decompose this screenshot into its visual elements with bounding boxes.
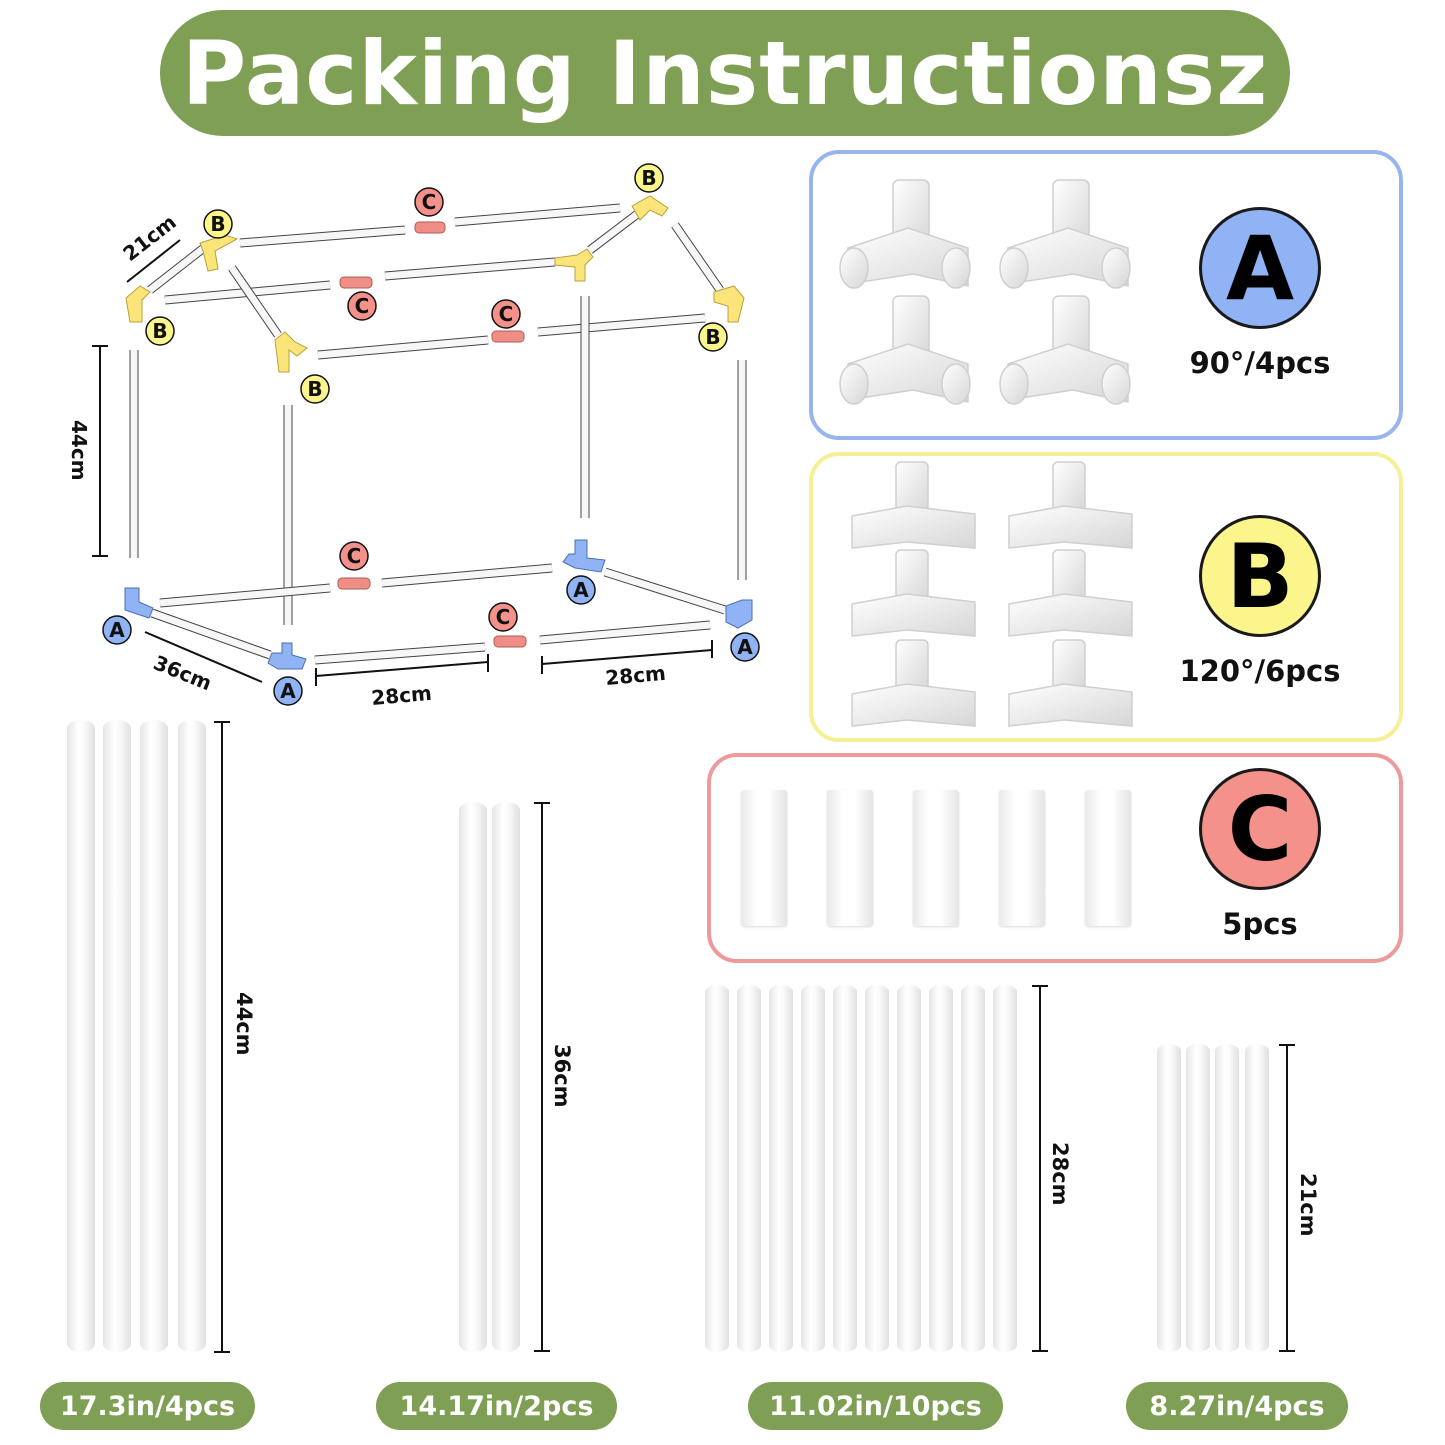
qty-c: 5pcs [1222, 907, 1298, 941]
label-c-4: C [347, 544, 362, 568]
fittings-b-image [851, 461, 1133, 727]
label-a-3: A [573, 578, 589, 602]
label-b-1: B [210, 212, 225, 236]
coupler-5 [1085, 790, 1131, 926]
rod-length-21: 21cm [1296, 1173, 1320, 1237]
label-b-4: B [307, 377, 322, 401]
badge-a: A [1199, 207, 1321, 329]
frame-diagram: C C C C C B B B B B A A A A 44cm 21cm 36… [67, 163, 760, 710]
rod-spec-36: 14.17in/2pcs [376, 1382, 617, 1430]
dim-width-back: 28cm [604, 661, 666, 690]
rod-spec-28: 11.02in/10pcs [748, 1382, 1003, 1430]
label-b-2: B [641, 166, 656, 190]
coupler-4 [999, 790, 1045, 926]
qty-a: 90°/4pcs [1189, 346, 1331, 380]
badge-b: B [1199, 515, 1321, 637]
coupler-2 [827, 790, 873, 926]
label-c-1: C [422, 190, 437, 214]
rod-spec-21: 8.27in/4pcs [1126, 1382, 1348, 1430]
rod-spec-44: 17.3in/4pcs [40, 1382, 255, 1430]
rod-length-36: 36cm [550, 1044, 574, 1108]
dim-height: 44cm [67, 420, 91, 481]
badge-c: C [1199, 768, 1321, 890]
fittings-a-image [839, 179, 1131, 405]
label-b-3: B [152, 319, 167, 343]
title-banner: Packing Instructionsz [160, 10, 1290, 136]
label-c-5: C [496, 605, 511, 629]
label-c-3: C [499, 302, 514, 326]
qty-b: 120°/6pcs [1179, 654, 1341, 688]
page-title: Packing Instructionsz [181, 21, 1269, 125]
rod-length-28: 28cm [1048, 1142, 1072, 1206]
label-a-1: A [109, 618, 125, 642]
coupler-3 [913, 790, 959, 926]
dim-width-front: 28cm [370, 681, 432, 710]
label-c-2: C [355, 294, 370, 318]
label-a-4: A [737, 635, 753, 659]
label-a-2: A [280, 679, 296, 703]
label-b-5: B [705, 325, 720, 349]
rod-length-44: 44cm [232, 992, 256, 1056]
dim-roof: 21cm [118, 210, 180, 266]
coupler-1 [741, 790, 787, 926]
